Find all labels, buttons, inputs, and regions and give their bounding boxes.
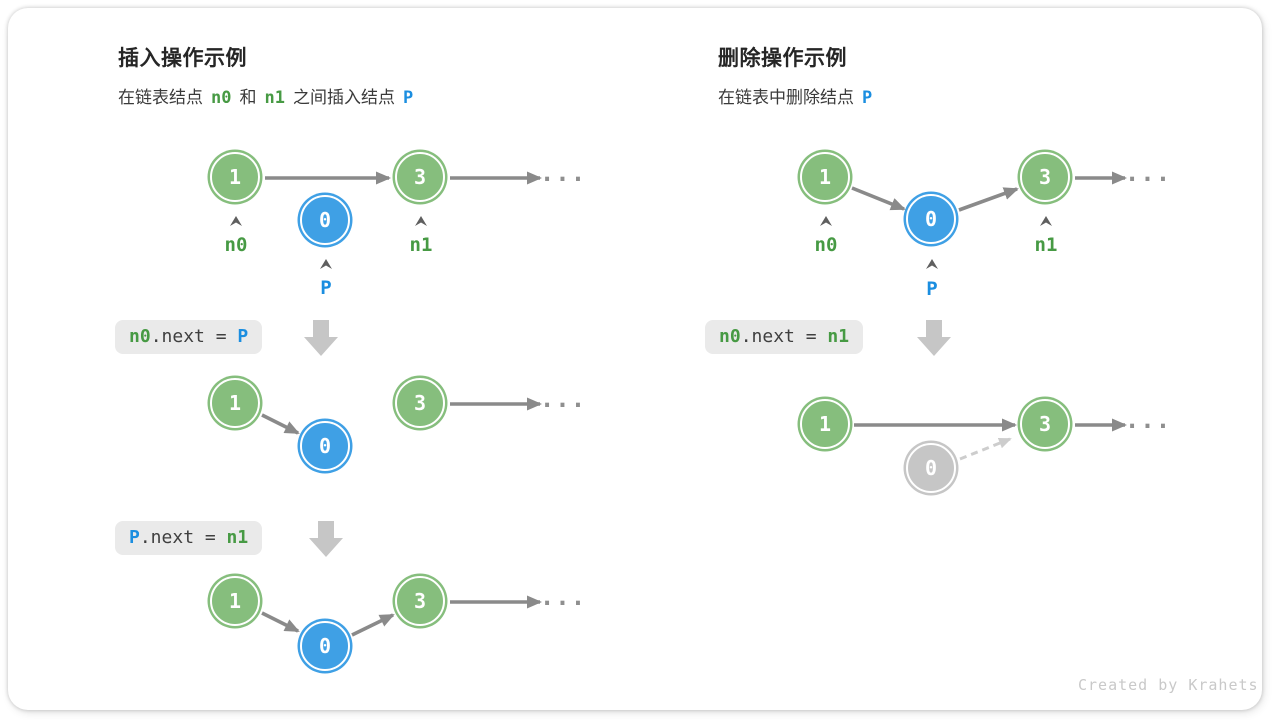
caret-up-icon [230,216,242,226]
list-node: 1 [800,152,850,202]
node-label-p: P [320,277,332,299]
list-node: 3 [395,576,445,626]
down-block-arrow-icon [309,521,343,557]
code-rhs: n1 [226,527,249,548]
insert-step3-arrows [261,595,542,637]
list-node-removed: 0 [906,443,956,493]
arrow-n0-to-p [851,186,906,211]
token-n1: n1 [264,88,285,108]
insert-section-title: 插入操作示例 [118,47,247,70]
list-node: 0 [300,195,350,245]
list-node: 3 [1020,399,1070,449]
list-node: 3 [1020,152,1070,202]
subtitle-text: 在链表结点 [118,88,203,107]
ellipsis: ... [539,583,587,611]
code-statement: P.next = n1 [115,521,263,555]
ellipsis: ... [1124,159,1172,187]
list-node: 0 [300,621,350,671]
list-node: 0 [906,194,956,244]
code-op: .next = [139,527,227,548]
ellipsis: ... [539,385,587,413]
code-lhs: n0 [129,326,151,347]
caret-up-icon [415,216,427,226]
list-node: 1 [800,399,850,449]
arrow-n0-to-p [261,611,300,633]
insert-section-subtitle: 在链表结点 n0 和 n1 之间插入结点 P [118,83,421,108]
subtitle-text: 之间插入结点 [292,88,395,107]
node-label-n1: n1 [1034,234,1058,256]
node-label-n0: n0 [814,234,838,256]
dashed-arrow-removed-p-to-n1 [959,437,1012,461]
list-node: 3 [395,378,445,428]
caret-up-icon [820,216,832,226]
watermark: Created by Krahets [1078,676,1259,694]
token-n0: n0 [211,88,232,108]
down-block-arrow-icon [304,320,338,356]
list-node: 1 [210,152,260,202]
arrow-p-to-n1 [351,613,395,637]
node-label-p: P [926,278,938,300]
token-p: P [862,88,873,108]
caret-up-icons [230,216,1052,269]
delete-step1-arrows [851,171,1127,212]
down-block-arrow-icon [917,320,951,356]
code-lhs: P [129,527,140,548]
down-block-arrow-icons [304,320,951,557]
ellipsis: ... [539,159,587,187]
caret-up-icon [926,259,938,269]
code-statement: n0.next = n1 [705,320,864,354]
caret-up-icon [320,259,332,269]
list-node: 1 [210,576,260,626]
delete-section-title: 删除操作示例 [718,47,847,70]
arrow-p-to-n1 [958,187,1019,212]
delete-section-subtitle: 在链表中删除结点 P [718,83,880,108]
node-label-n1: n1 [409,234,433,256]
code-rhs: P [237,326,249,347]
code-rhs: n1 [827,326,850,347]
insert-step2-arrows [261,397,542,435]
code-op: .next = [150,326,238,347]
subtitle-text: 和 [239,88,257,107]
list-node: 1 [210,378,260,428]
subtitle-text: 在链表中删除结点 [718,88,854,107]
code-lhs: n0 [719,326,741,347]
ellipsis: ... [1124,406,1172,434]
code-op: .next = [740,326,828,347]
list-node: 0 [300,421,350,471]
caret-up-icon [1040,216,1052,226]
code-statement: n0.next = P [115,320,263,354]
arrow-n0-to-p [261,413,300,435]
node-label-n0: n0 [224,234,248,256]
list-node: 3 [395,152,445,202]
token-p: P [402,88,414,108]
